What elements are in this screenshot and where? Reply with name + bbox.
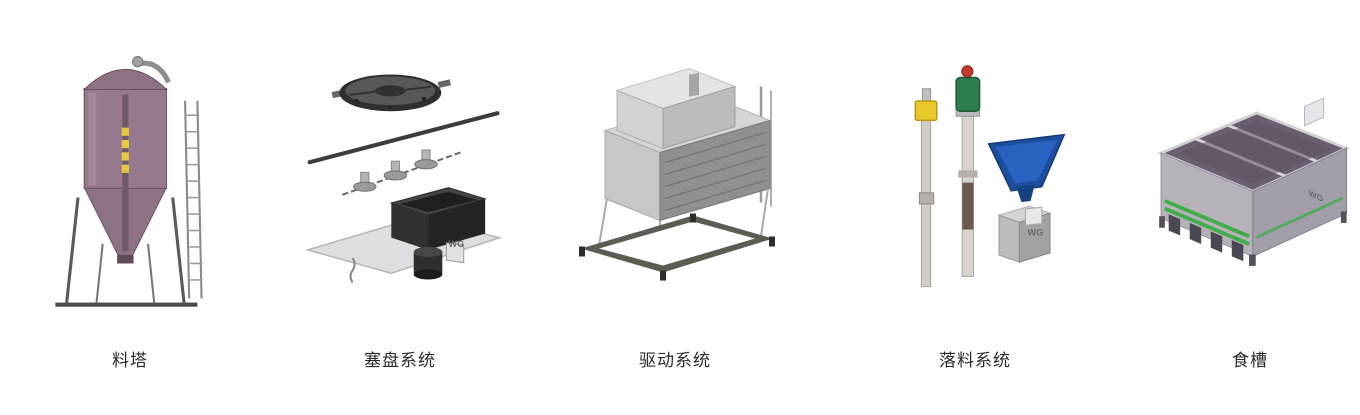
product-label-feed-silo: 料塔 bbox=[112, 351, 148, 370]
silo-lettering-marks bbox=[121, 127, 129, 173]
blue-hopper bbox=[987, 133, 1065, 202]
product-item-feed-trough[interactable]: WG 食槽 bbox=[1140, 0, 1360, 415]
motor-tube bbox=[954, 64, 980, 277]
product-item-drive-system[interactable]: 驱动系统 bbox=[565, 0, 785, 415]
drop-feed-system-icon: WG bbox=[914, 64, 1065, 287]
wg-logo-text: WG bbox=[448, 238, 464, 248]
product-item-plug-disc-system[interactable]: WG 塞盘系统 bbox=[290, 0, 510, 415]
plug-disc-system-icon: WG bbox=[304, 73, 502, 283]
wg-logo bbox=[1024, 206, 1042, 226]
disc-assembly bbox=[331, 73, 451, 111]
corner-box: WG bbox=[389, 186, 487, 263]
drop-feed-system-illustration: WG bbox=[865, 12, 1085, 342]
product-label-drive-system: 驱动系统 bbox=[639, 351, 711, 370]
feed-trough-icon: WG bbox=[1157, 97, 1351, 266]
product-label-feed-trough: 食槽 bbox=[1232, 351, 1268, 370]
motor-cap bbox=[960, 64, 973, 78]
outlet-cylinder bbox=[413, 246, 442, 279]
product-label-plug-disc-system: 塞盘系统 bbox=[364, 351, 436, 370]
green-slats bbox=[1164, 199, 1250, 246]
feed-silo-illustration bbox=[20, 12, 240, 342]
wg-logo bbox=[1304, 97, 1325, 127]
feed-silo-icon bbox=[54, 56, 203, 307]
wg-box: WG bbox=[996, 205, 1052, 263]
plug-disc-system-illustration: WG bbox=[290, 12, 510, 342]
sensor-tube bbox=[914, 87, 938, 287]
product-item-drop-feed-system[interactable]: WG 落料系统 bbox=[865, 0, 1085, 415]
drive-frame bbox=[579, 213, 775, 280]
wg-logo bbox=[445, 241, 464, 263]
sensor-head bbox=[914, 99, 938, 121]
motor-head bbox=[954, 76, 980, 112]
drive-system-illustration bbox=[565, 12, 785, 342]
drive-system-icon bbox=[579, 67, 775, 280]
feed-openings bbox=[1168, 214, 1244, 262]
wg-logo-text: WG bbox=[1027, 227, 1043, 237]
feed-trough-illustration: WG bbox=[1140, 12, 1360, 342]
chain-discs bbox=[341, 148, 462, 196]
product-item-feed-silo[interactable]: 料塔 bbox=[20, 0, 240, 415]
drive-upper-housing bbox=[615, 67, 737, 149]
product-label-drop-feed-system: 落料系统 bbox=[939, 351, 1011, 370]
